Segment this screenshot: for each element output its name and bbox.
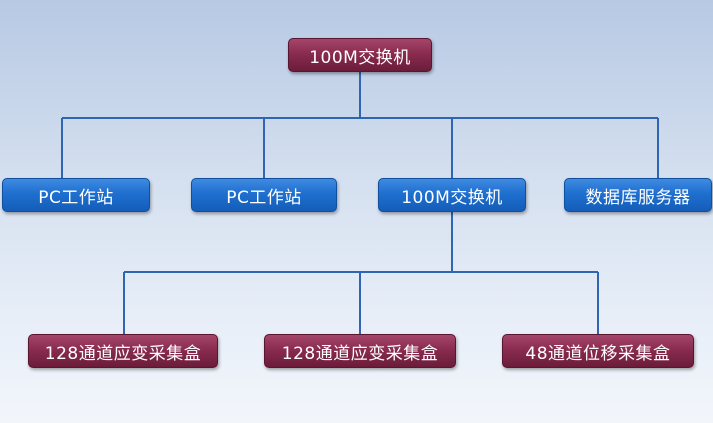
pc-workstation-label-1: PC工作站 — [38, 187, 114, 208]
acquisition-box-label-2: 128通道应变采集盒 — [281, 343, 439, 364]
acquisition-box-node-3: 48通道位移采集盒 — [502, 334, 694, 368]
database-server-node: 数据库服务器 — [564, 178, 712, 212]
root-switch-label: 100M交换机 — [309, 47, 411, 68]
pc-workstation-node-2: PC工作站 — [191, 178, 337, 212]
switch-node-2: 100M交换机 — [378, 178, 526, 212]
database-server-label: 数据库服务器 — [585, 187, 691, 208]
acquisition-box-label-3: 48通道位移采集盒 — [525, 343, 671, 364]
acquisition-box-node-2: 128通道应变采集盒 — [264, 334, 456, 368]
pc-workstation-label-2: PC工作站 — [226, 187, 302, 208]
acquisition-box-node-1: 128通道应变采集盒 — [28, 334, 218, 368]
acquisition-box-label-1: 128通道应变采集盒 — [44, 343, 202, 364]
pc-workstation-node-1: PC工作站 — [2, 178, 150, 212]
switch-label-2: 100M交换机 — [401, 187, 503, 208]
root-switch-node: 100M交换机 — [288, 38, 432, 72]
